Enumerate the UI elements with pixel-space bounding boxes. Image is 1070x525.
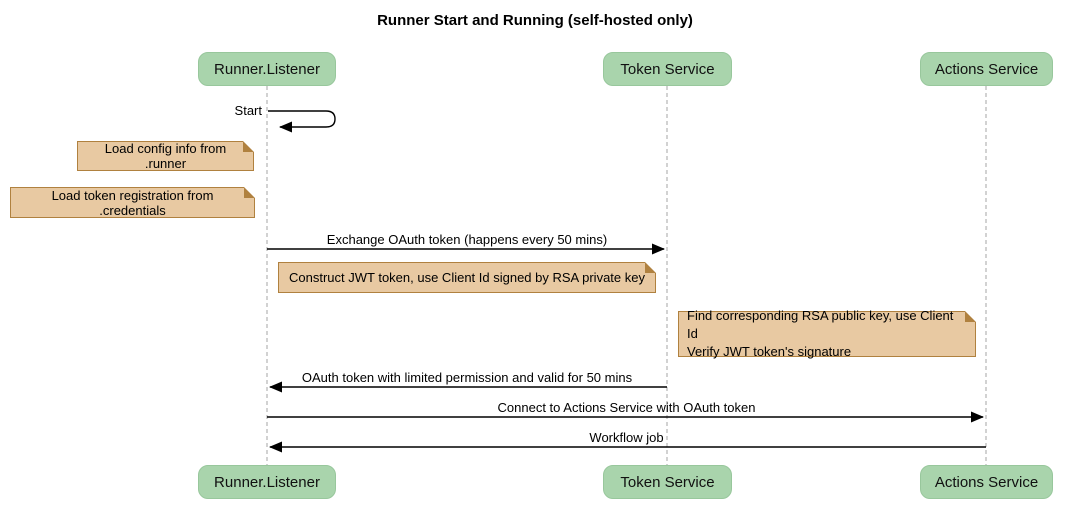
message-label-connect-actions: Connect to Actions Service with OAuth to… <box>497 400 756 415</box>
participant-label: Token Service <box>620 473 715 491</box>
note-load-token-registration: Load token registration from .credential… <box>10 187 255 218</box>
participant-bottom-actions-service: Actions Service <box>920 465 1053 499</box>
diagram-title: Runner Start and Running (self-hosted on… <box>377 12 693 29</box>
participant-bottom-runner-listener: Runner.Listener <box>198 465 336 499</box>
message-label-start: Start <box>234 103 262 118</box>
message-label-oauth-token-return: OAuth token with limited permission and … <box>301 370 633 385</box>
note-text-line: Verify JWT token's signature <box>687 344 852 359</box>
participant-bottom-token-service: Token Service <box>603 465 732 499</box>
message-label-workflow-job: Workflow job <box>589 430 664 445</box>
note-construct-jwt: Construct JWT token, use Client Id signe… <box>278 262 656 293</box>
participant-top-token-service: Token Service <box>603 52 732 86</box>
note-text: Load config info from .runner <box>104 141 227 171</box>
participant-top-actions-service: Actions Service <box>920 52 1053 86</box>
note-text-line: Find corresponding RSA public key, use C… <box>687 308 954 341</box>
message-label-exchange-oauth: Exchange OAuth token (happens every 50 m… <box>326 232 608 247</box>
participant-label: Runner.Listener <box>214 60 320 78</box>
note-text: Construct JWT token, use Client Id signe… <box>289 270 645 285</box>
participant-top-runner-listener: Runner.Listener <box>198 52 336 86</box>
self-message-arrow-start <box>268 110 336 133</box>
participant-label: Actions Service <box>934 473 1039 491</box>
note-verify-jwt: Find corresponding RSA public key, use C… <box>678 308 976 359</box>
participant-label: Runner.Listener <box>214 473 320 491</box>
note-load-config: Load config info from .runner <box>77 141 254 171</box>
participant-label: Token Service <box>620 60 715 78</box>
participant-label: Actions Service <box>934 60 1039 78</box>
note-text: Load token registration from .credential… <box>51 187 214 218</box>
